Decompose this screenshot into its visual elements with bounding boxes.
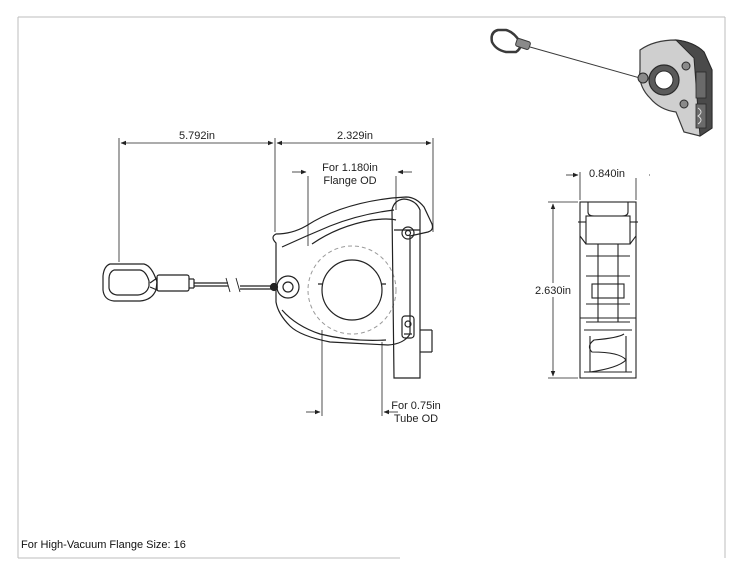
pull-ring-inner <box>108 269 150 296</box>
pull-ring <box>102 263 158 302</box>
crimp-sleeve <box>156 274 190 292</box>
latch-lever <box>391 198 421 379</box>
side-dimensions <box>548 172 650 379</box>
side-view <box>578 201 638 379</box>
dim-side-width: 0.840in <box>589 168 625 180</box>
dim-side-height: 2.630in <box>535 285 571 297</box>
iso-pull-ring <box>490 28 522 54</box>
dim-tube-od-line1: For 0.75in <box>391 400 441 412</box>
clamp-body <box>272 196 434 346</box>
isometric-render <box>490 28 713 137</box>
front-dimensions <box>118 138 434 416</box>
dim-flange-od-line1: For 1.180in <box>322 162 378 174</box>
dim-tube-od-line2: Tube OD <box>394 413 438 425</box>
tube-bore <box>321 259 383 321</box>
spring <box>588 333 627 373</box>
iso-cable <box>529 46 641 79</box>
flange-size-note: For High-Vacuum Flange Size: 16 <box>21 539 186 551</box>
front-view <box>102 196 434 379</box>
dim-cable-length: 5.792in <box>179 130 215 142</box>
sheet-border <box>17 16 726 559</box>
flange-bore-hidden <box>307 245 397 335</box>
dim-clamp-width: 2.329in <box>337 130 373 142</box>
dim-flange-od-line2: Flange OD <box>323 175 376 187</box>
